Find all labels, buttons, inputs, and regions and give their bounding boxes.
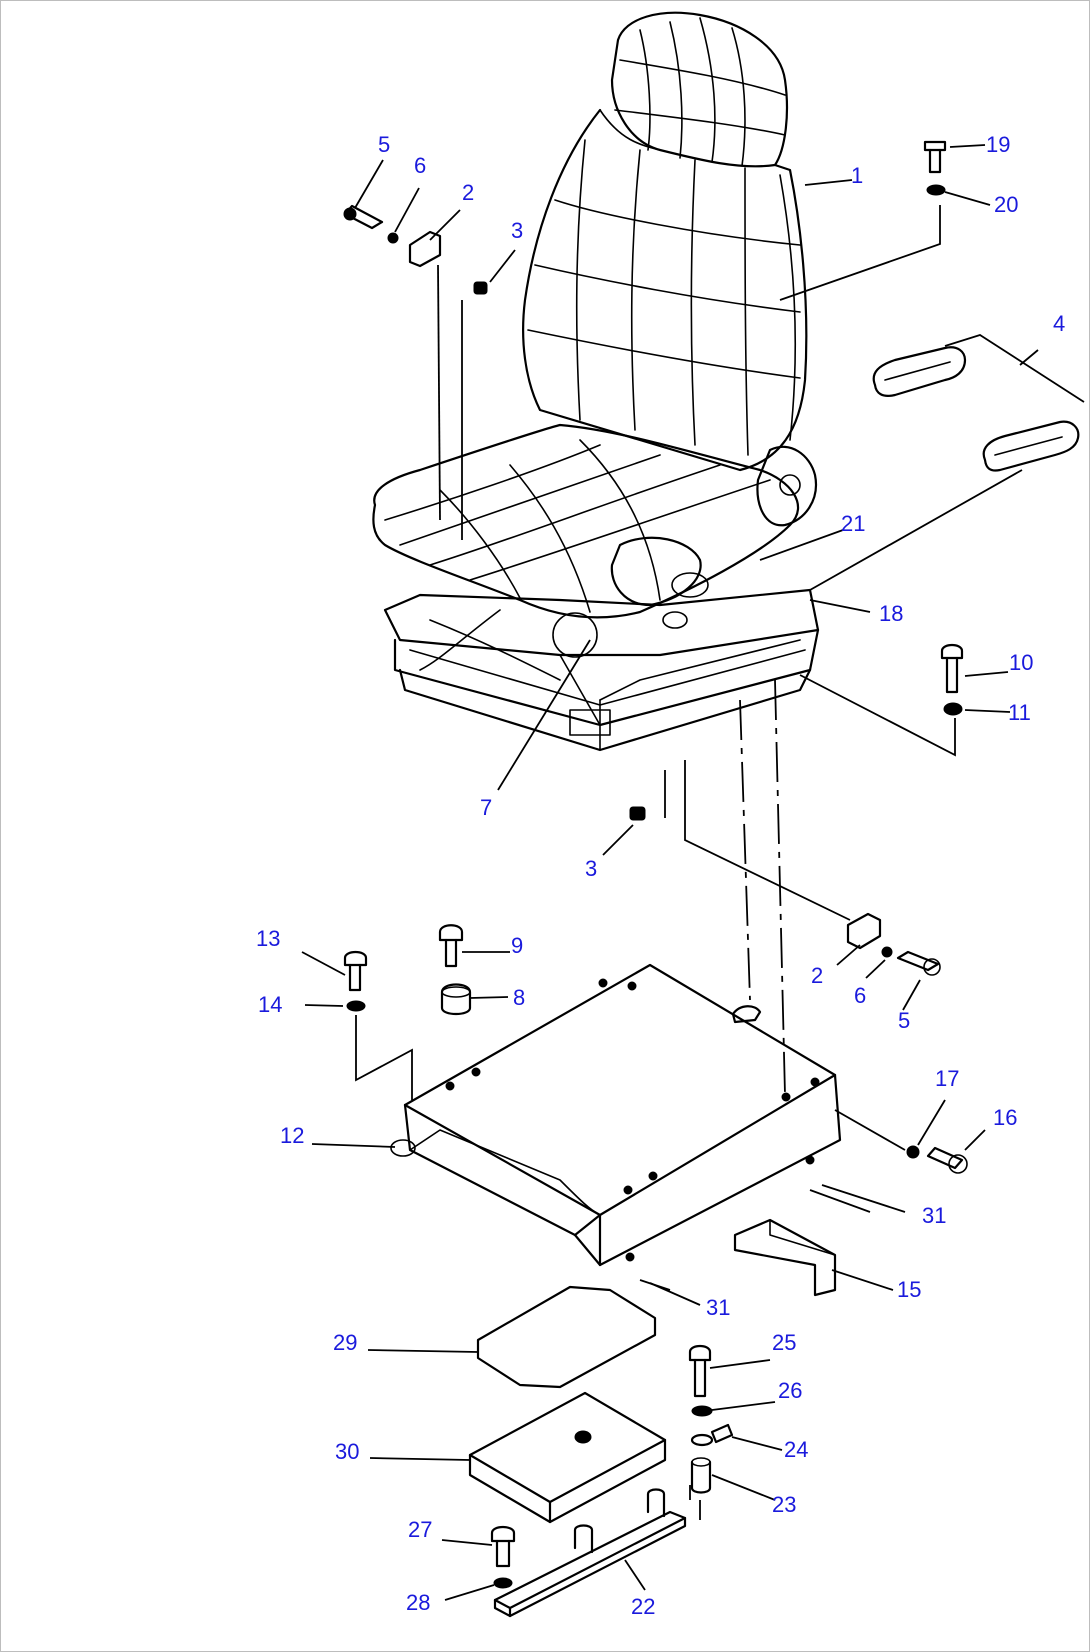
callout-24: 24 [784, 1437, 808, 1462]
seat-stand-box [390, 963, 842, 1267]
callout-23: 23 [772, 1492, 796, 1517]
callout-2-lower: 2 [811, 963, 823, 988]
callout-26: 26 [778, 1378, 802, 1403]
callout-6-upper: 6 [414, 153, 426, 178]
callout-3-lower: 3 [585, 856, 597, 881]
callout-19: 19 [986, 132, 1010, 157]
callout-20: 20 [994, 192, 1018, 217]
seat-assembly [372, 11, 820, 752]
callout-9: 9 [511, 933, 523, 958]
callout-30: 30 [335, 1439, 359, 1464]
callout-5-upper: 5 [378, 132, 390, 157]
callout-7: 7 [480, 795, 492, 820]
callout-3-upper: 3 [511, 218, 523, 243]
callout-25: 25 [772, 1330, 796, 1355]
callout-11: 11 [1008, 700, 1031, 725]
callout-8: 8 [513, 985, 525, 1010]
callout-4: 4 [1053, 311, 1065, 336]
callout-14: 14 [258, 992, 282, 1017]
callout-27: 27 [408, 1517, 432, 1542]
upper-hardware [343, 140, 964, 976]
callout-28: 28 [406, 1590, 430, 1615]
callout-1: 1 [851, 163, 863, 188]
callout-21: 21 [841, 511, 865, 536]
callout-31-lower: 31 [706, 1295, 730, 1320]
lower-hardware [343, 924, 968, 1618]
callout-15: 15 [897, 1277, 921, 1302]
callout-16: 16 [993, 1105, 1017, 1130]
callout-12: 12 [280, 1123, 304, 1148]
assembly-lines [355, 205, 1023, 1520]
callout-22: 22 [631, 1594, 655, 1619]
callout-29: 29 [333, 1330, 357, 1355]
callout-13: 13 [256, 926, 280, 951]
callout-5-lower: 5 [898, 1008, 910, 1033]
leader-lines [301, 144, 1039, 1601]
callout-18: 18 [879, 601, 903, 626]
callout-17: 17 [935, 1066, 959, 1091]
callout-10: 10 [1009, 650, 1033, 675]
callout-2-upper: 2 [462, 180, 474, 205]
callout-labels: 1 2 2 3 3 4 5 5 6 6 7 8 9 10 11 12 13 14… [256, 132, 1065, 1619]
callout-6-lower: 6 [854, 983, 866, 1008]
slide-rail-assembly [872, 334, 1085, 472]
callout-31-upper: 31 [922, 1203, 946, 1228]
